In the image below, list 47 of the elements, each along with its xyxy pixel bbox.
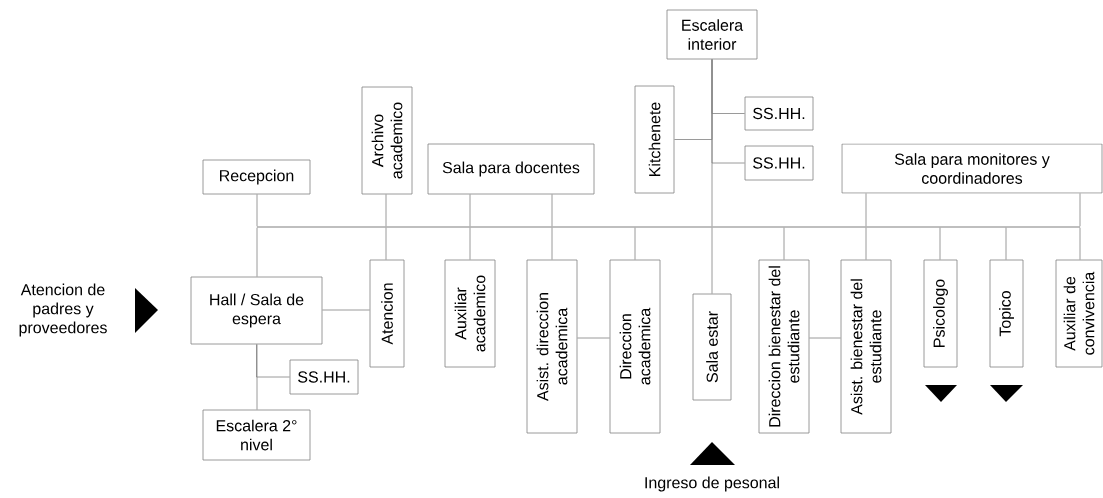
connector-line bbox=[385, 194, 387, 227]
label-text: Atencion de padres y proveedores bbox=[19, 283, 107, 337]
connector-line bbox=[256, 194, 258, 227]
room-box: Escalera interior bbox=[666, 9, 758, 60]
connector-line bbox=[865, 193, 867, 227]
connector-line bbox=[577, 337, 610, 339]
connector-line bbox=[711, 227, 713, 294]
connector-line bbox=[256, 227, 258, 277]
connector-line bbox=[1079, 193, 1081, 227]
room-box: Escalera 2° nivel bbox=[202, 409, 311, 461]
connector-line bbox=[634, 227, 636, 260]
room-box: SS.HH. bbox=[744, 145, 814, 181]
connector-line bbox=[256, 344, 290, 378]
room-box: Hall / Sala de espera bbox=[190, 276, 323, 345]
room-box: Auxiliar academico bbox=[444, 259, 496, 368]
connector-line bbox=[1079, 227, 1081, 260]
room-box: SS.HH. bbox=[289, 359, 359, 395]
room-box: Auxiliar de convivencia bbox=[1055, 259, 1103, 368]
room-box: Sala para docentes bbox=[427, 143, 595, 195]
connector-line bbox=[256, 344, 258, 410]
connector-line bbox=[551, 227, 553, 260]
connector-line bbox=[385, 227, 387, 260]
room-box: Sala para monitores y coordinadores bbox=[841, 143, 1103, 194]
label-text: Ingreso de pesonal bbox=[645, 476, 779, 492]
connector-line bbox=[551, 194, 553, 227]
room-box: Psicologo bbox=[923, 259, 958, 368]
connector-line bbox=[809, 337, 841, 339]
room-box: Direccion bienestar del estudiante bbox=[758, 259, 810, 434]
room-box: Sala estar bbox=[692, 293, 732, 401]
connector-line bbox=[469, 194, 471, 227]
connector-line bbox=[322, 309, 370, 311]
room-box: Archivo academico bbox=[361, 86, 413, 195]
room-box: SS.HH. bbox=[744, 96, 814, 131]
connector-line bbox=[1005, 227, 1007, 260]
connector-line bbox=[865, 227, 867, 260]
room-box: Asist. bienestar del estudiante bbox=[840, 259, 892, 434]
connector-line bbox=[469, 227, 471, 260]
connector-line bbox=[939, 227, 941, 260]
connector-line bbox=[711, 59, 745, 164]
bus-line bbox=[257, 226, 1080, 228]
room-box: Topico bbox=[989, 259, 1024, 368]
room-box: Asist. direccion academica bbox=[526, 259, 578, 434]
room-box: Atencion bbox=[369, 259, 405, 368]
connector-line bbox=[783, 227, 785, 260]
room-box: Kitchenete bbox=[634, 85, 675, 194]
room-box: Direccion academica bbox=[609, 259, 661, 434]
room-box: Recepcion bbox=[202, 159, 311, 195]
